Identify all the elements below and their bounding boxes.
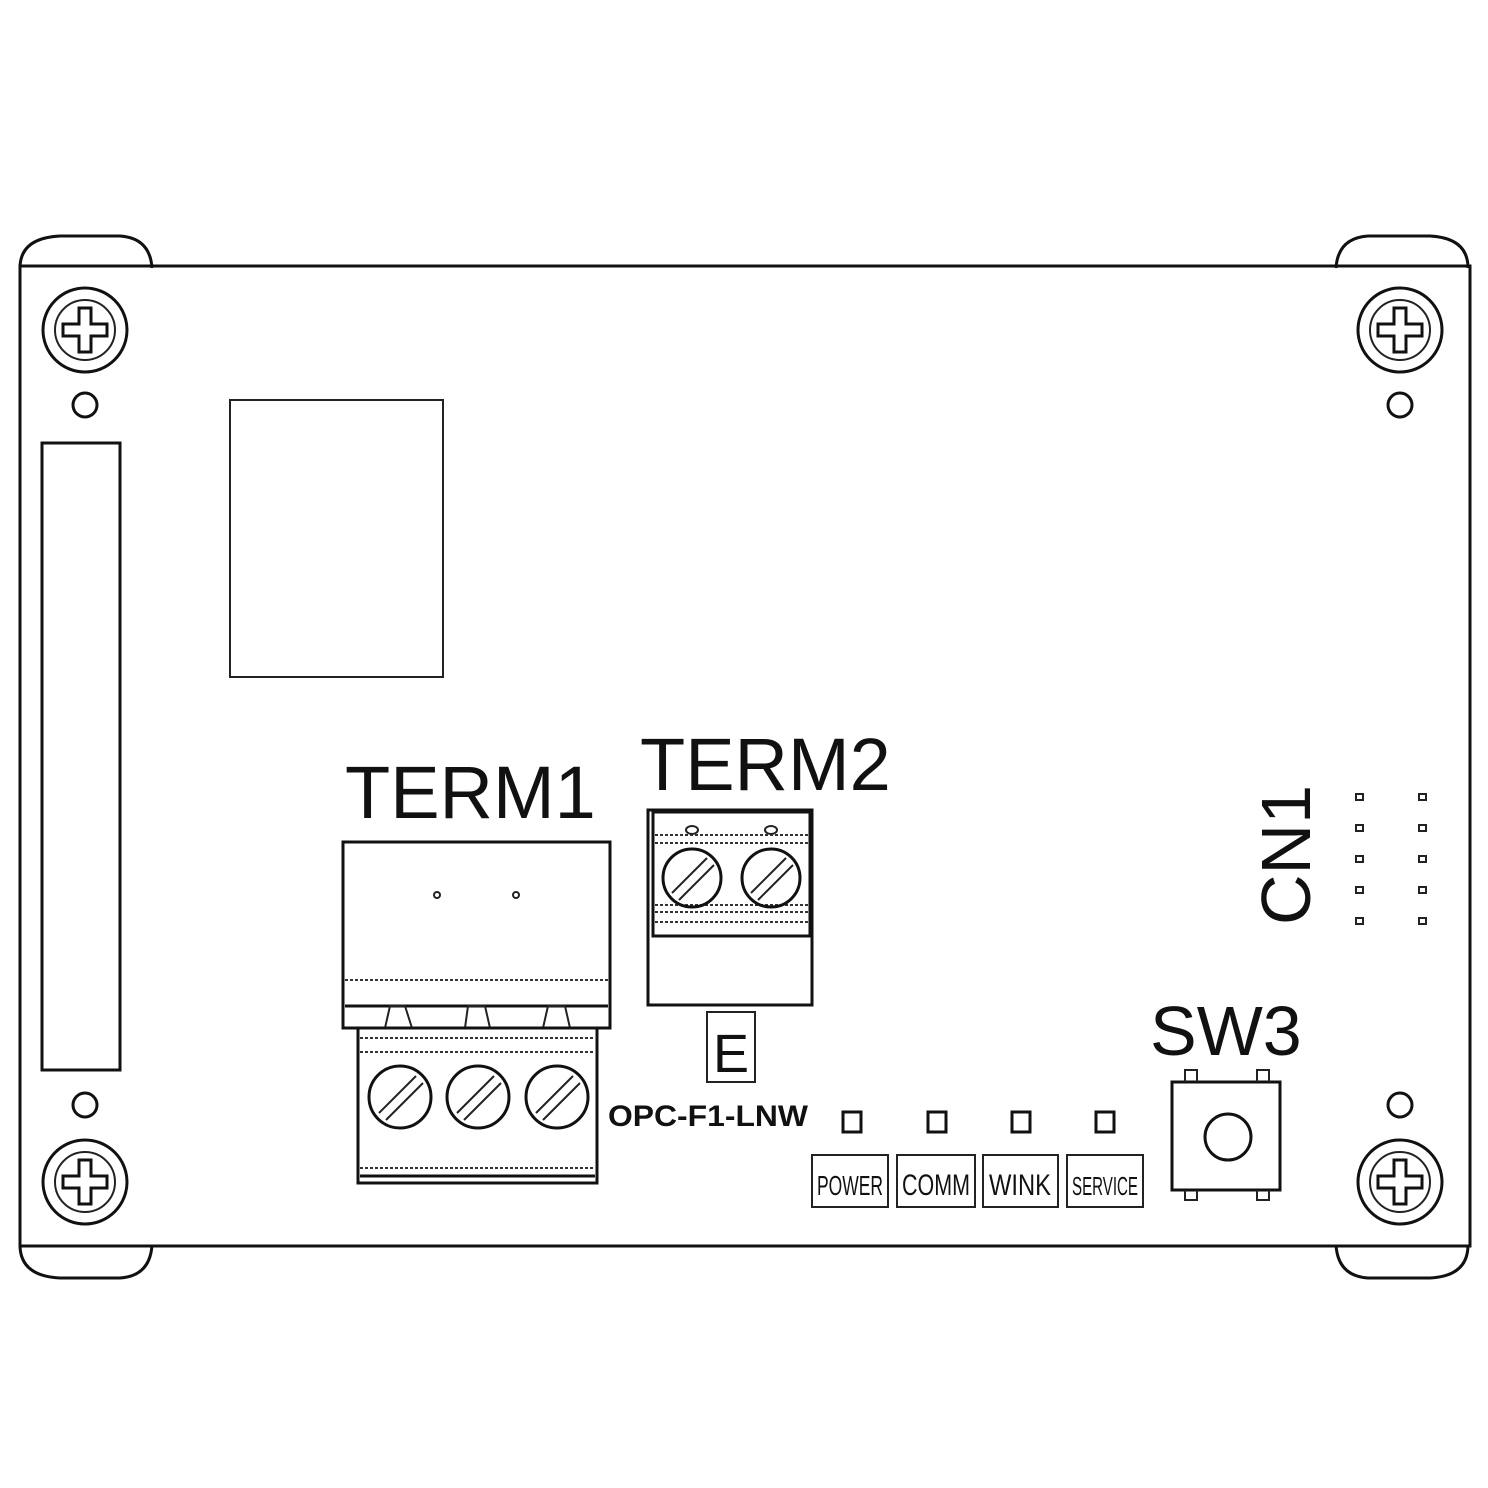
cn1-connector-pins <box>1355 793 1427 925</box>
term2-label: TERM2 <box>640 723 891 806</box>
led-label: POWER <box>817 1170 883 1201</box>
e-mark-box <box>706 1011 756 1083</box>
term1-terminal-block <box>341 840 612 1185</box>
led-wink: WINK <box>982 1110 1059 1208</box>
cn1-label: CN1 <box>1247 785 1325 925</box>
led-service: SERVICE <box>1066 1110 1144 1208</box>
edge-connector-slot <box>40 441 122 1072</box>
led-comm: COMM <box>896 1110 976 1208</box>
screw-icon <box>1356 286 1444 374</box>
led-icon <box>926 1110 948 1134</box>
board-outline <box>18 264 1472 1248</box>
led-label: COMM <box>902 1169 970 1202</box>
led-icon <box>1010 1110 1032 1134</box>
led-power: POWER <box>811 1110 889 1208</box>
led-icon <box>1094 1110 1116 1134</box>
corner-tabs <box>18 234 1470 1280</box>
screw-icon <box>41 1138 129 1226</box>
screw-icon <box>41 286 129 374</box>
led-label: WINK <box>989 1169 1051 1202</box>
led-icon <box>841 1110 863 1134</box>
sw3-push-button[interactable] <box>1170 1069 1282 1201</box>
chip-component <box>229 399 444 678</box>
screw-icon <box>1356 1138 1444 1226</box>
sw3-label: SW3 <box>1150 992 1302 1070</box>
e-mark-label: E <box>713 1024 749 1084</box>
mounting-holes <box>71 391 1414 1119</box>
term2-terminal-block <box>646 808 814 1007</box>
model-label: OPC-F1-LNW <box>608 1100 809 1133</box>
term1-label: TERM1 <box>345 751 596 834</box>
led-label: SERVICE <box>1072 1171 1138 1201</box>
